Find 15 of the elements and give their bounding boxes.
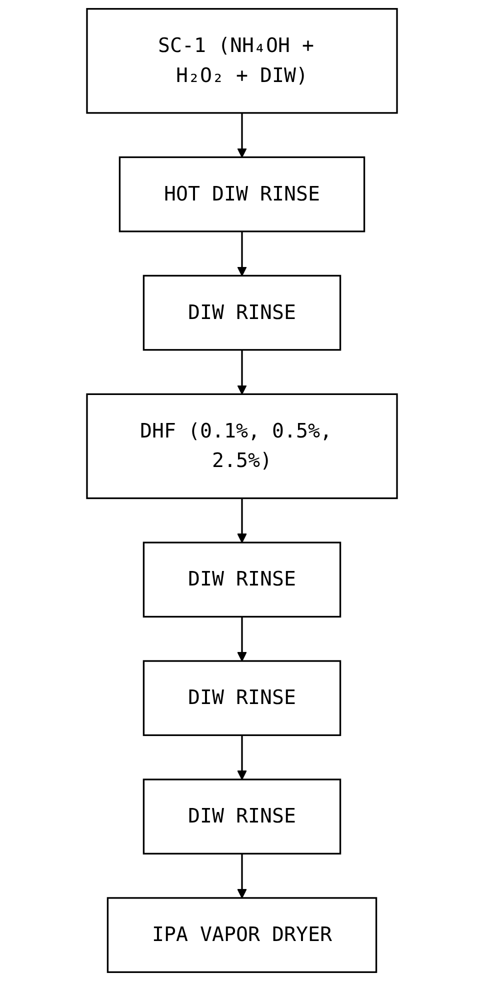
node-box	[86, 8, 398, 114]
node-box	[142, 542, 342, 618]
node-box	[142, 274, 342, 351]
arrow	[237, 112, 247, 158]
arrow	[237, 854, 247, 898]
arrow	[237, 616, 247, 662]
arrow	[237, 350, 247, 395]
node-box	[142, 660, 342, 736]
node-box	[118, 156, 366, 232]
arrow	[237, 498, 247, 543]
node-box	[142, 778, 342, 854]
node-box	[86, 393, 398, 500]
arrow	[237, 735, 247, 780]
node-box	[106, 897, 378, 973]
arrow	[237, 231, 247, 276]
